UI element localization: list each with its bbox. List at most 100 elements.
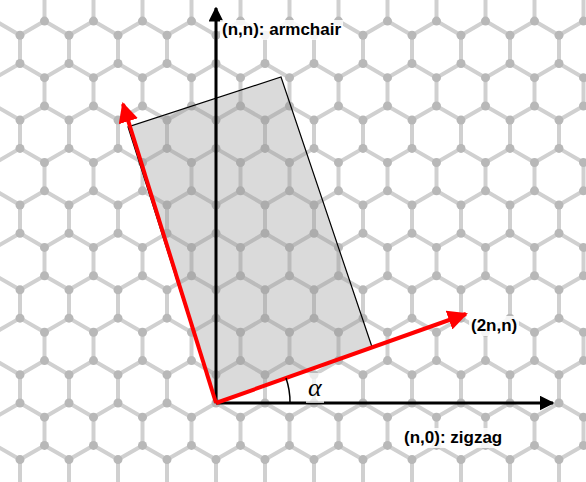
atom xyxy=(114,116,123,125)
atom xyxy=(530,243,539,252)
atom xyxy=(359,455,368,464)
atom xyxy=(310,144,319,153)
atom xyxy=(89,101,98,110)
atom xyxy=(16,59,25,68)
atom xyxy=(236,441,245,450)
atom xyxy=(187,356,196,365)
atom xyxy=(114,370,123,379)
atom xyxy=(432,17,441,26)
atom xyxy=(481,17,490,26)
atom xyxy=(579,413,586,422)
atom xyxy=(432,356,441,365)
atom xyxy=(334,186,343,195)
atom xyxy=(359,370,368,379)
atom xyxy=(555,116,564,125)
atom xyxy=(16,399,25,408)
atom xyxy=(555,370,564,379)
atom xyxy=(285,73,294,82)
atom xyxy=(383,158,392,167)
atom xyxy=(138,413,147,422)
atom xyxy=(506,116,515,125)
atom xyxy=(359,285,368,294)
atom xyxy=(163,31,172,40)
zigzag-axis xyxy=(216,402,553,405)
atom xyxy=(334,73,343,82)
atom xyxy=(89,243,98,252)
atom xyxy=(114,59,123,68)
atom xyxy=(555,200,564,209)
atom xyxy=(457,455,466,464)
atom xyxy=(530,17,539,26)
atom xyxy=(40,441,49,450)
atom xyxy=(261,455,270,464)
atom xyxy=(481,73,490,82)
atom xyxy=(65,59,74,68)
atom xyxy=(457,370,466,379)
atom xyxy=(383,328,392,337)
atom xyxy=(89,441,98,450)
angle-arc xyxy=(286,378,290,403)
atom xyxy=(359,229,368,238)
atom xyxy=(555,144,564,153)
angle-label: α xyxy=(306,373,324,403)
atom xyxy=(457,200,466,209)
atom xyxy=(65,116,74,125)
atom xyxy=(89,271,98,280)
atom xyxy=(432,73,441,82)
atom xyxy=(65,285,74,294)
atom xyxy=(530,73,539,82)
atom xyxy=(457,144,466,153)
atom xyxy=(310,116,319,125)
atom xyxy=(579,441,586,450)
atom xyxy=(40,186,49,195)
atom xyxy=(65,399,74,408)
atom xyxy=(359,116,368,125)
atom xyxy=(114,399,123,408)
atom xyxy=(359,59,368,68)
atom xyxy=(383,271,392,280)
atom xyxy=(432,328,441,337)
translation-vector xyxy=(123,104,216,403)
atom xyxy=(40,356,49,365)
atom xyxy=(261,59,270,68)
atom xyxy=(579,101,586,110)
atom xyxy=(236,73,245,82)
atom xyxy=(579,243,586,252)
atom xyxy=(506,31,515,40)
atom xyxy=(89,186,98,195)
atom xyxy=(16,31,25,40)
atom xyxy=(163,314,172,323)
atom xyxy=(187,441,196,450)
atom xyxy=(16,314,25,323)
atom xyxy=(40,243,49,252)
atom xyxy=(114,229,123,238)
atom xyxy=(432,413,441,422)
atom xyxy=(555,229,564,238)
atom xyxy=(16,200,25,209)
atom xyxy=(530,356,539,365)
atom xyxy=(530,328,539,337)
atom xyxy=(383,186,392,195)
atom xyxy=(359,200,368,209)
atom xyxy=(114,144,123,153)
atom xyxy=(114,314,123,323)
atom xyxy=(579,158,586,167)
atom xyxy=(530,158,539,167)
atom xyxy=(40,328,49,337)
atom xyxy=(408,370,417,379)
atom xyxy=(383,441,392,450)
atom xyxy=(359,31,368,40)
atom xyxy=(432,101,441,110)
atom xyxy=(163,455,172,464)
atom xyxy=(310,455,319,464)
atom xyxy=(457,285,466,294)
atom xyxy=(506,285,515,294)
atom xyxy=(16,370,25,379)
atom xyxy=(16,116,25,125)
atom xyxy=(383,356,392,365)
atom xyxy=(530,441,539,450)
atom xyxy=(506,144,515,153)
atom xyxy=(114,455,123,464)
atom xyxy=(408,285,417,294)
